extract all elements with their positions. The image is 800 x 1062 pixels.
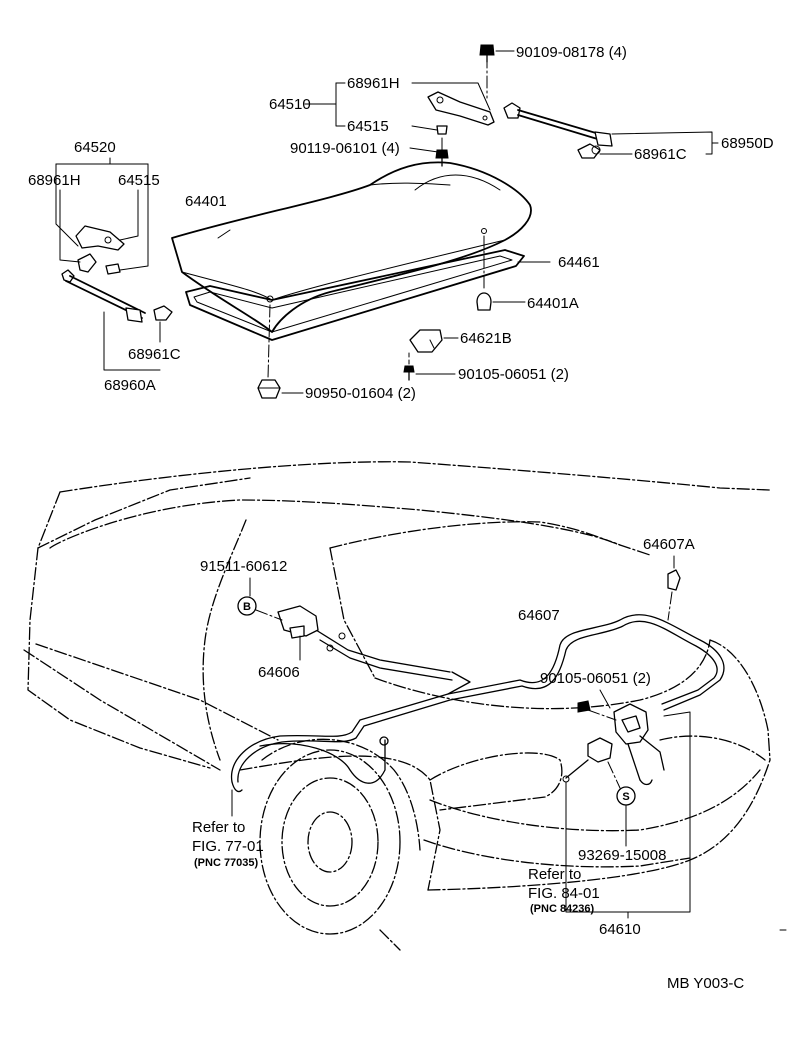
label-pnc-77035: (PNC 77035) xyxy=(194,857,259,869)
circle-s-label: S xyxy=(622,791,629,803)
label-fig-77-01: FIG. 77-01 xyxy=(192,838,264,855)
label-90119-06101: 90119-06101 (4) xyxy=(290,140,400,157)
label-68961h-right: 68961H xyxy=(347,75,400,92)
label-90109-08178: 90109-08178 (4) xyxy=(516,44,627,61)
washer-right xyxy=(436,125,448,135)
support-rod-left xyxy=(61,269,173,323)
car-body xyxy=(23,461,771,951)
label-fig-84-01: FIG. 84-01 xyxy=(528,885,600,902)
label-64515-right: 64515 xyxy=(347,118,389,135)
weatherstrip xyxy=(185,249,525,341)
label-pnc-84236: (PNC 84236) xyxy=(530,903,595,915)
callout-labels: 90109-08178 (4) 68961H 64510 64515 90119… xyxy=(28,44,774,992)
label-90105-06051-bottom: 90105-06051 (2) xyxy=(540,670,651,687)
bolt-hinge-right xyxy=(435,149,449,167)
bumper-part xyxy=(476,292,492,311)
circle-b-label: B xyxy=(243,601,251,613)
label-64510: 64510 xyxy=(269,96,311,113)
label-68950d: 68950D xyxy=(721,135,774,152)
label-64621b: 64621B xyxy=(460,330,512,347)
label-68961h-left: 68961H xyxy=(28,172,81,189)
label-64515-left: 64515 xyxy=(118,172,160,189)
label-91511-60612: 91511-60612 xyxy=(200,558,287,575)
circle-b-marker: B xyxy=(237,596,257,616)
label-68960a: 68960A xyxy=(104,377,156,394)
label-refer-to-84: Refer to xyxy=(528,866,581,883)
label-90950-01604: 90950-01604 (2) xyxy=(305,385,416,402)
release-cable xyxy=(230,614,725,793)
support-rod-right xyxy=(503,102,613,159)
label-64610: 64610 xyxy=(599,921,641,938)
hinge-right xyxy=(427,91,495,126)
bolt-latch xyxy=(577,700,591,713)
bolt-lower xyxy=(403,352,415,381)
label-64520: 64520 xyxy=(74,139,116,156)
label-64607a: 64607A xyxy=(643,536,695,553)
circle-s-marker: S xyxy=(616,786,636,806)
label-90105-06051-top: 90105-06051 (2) xyxy=(458,366,569,383)
hinge-left xyxy=(75,225,125,275)
lock-cylinder xyxy=(562,737,613,783)
label-93269-15008: 93269-15008 xyxy=(578,847,666,864)
label-refer-to-77: Refer to xyxy=(192,819,245,836)
label-68961c-left: 68961C xyxy=(128,346,181,363)
grommet-part xyxy=(257,379,281,399)
trunk-lid xyxy=(171,161,532,333)
label-64401: 64401 xyxy=(185,193,227,210)
trunk-latch xyxy=(613,703,665,786)
label-68961c-right: 68961C xyxy=(634,146,687,163)
label-64606: 64606 xyxy=(258,664,300,681)
bolt-top xyxy=(479,44,495,63)
label-64401a: 64401A xyxy=(527,295,579,312)
drawing-id: MB Y003-C xyxy=(667,975,744,992)
striker-part xyxy=(409,329,443,353)
release-lever xyxy=(277,605,319,639)
label-64607: 64607 xyxy=(518,607,560,624)
guide-line-grommet xyxy=(267,304,271,379)
label-64461: 64461 xyxy=(558,254,600,271)
cable-clamp xyxy=(667,569,681,591)
